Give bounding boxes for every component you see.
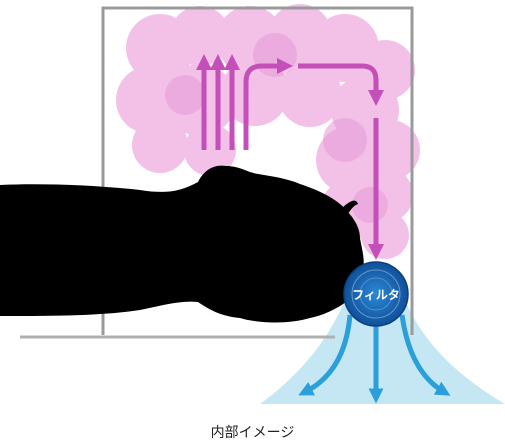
filter-disk [343,261,409,327]
curve-arrow [243,57,294,150]
filter-unit: フィルタ [343,261,409,327]
person-silhouette [0,165,364,323]
hair-wisp [340,200,358,216]
filter-label: フィルタ [352,288,400,302]
outflow-right [399,314,451,396]
outflow-left [298,314,353,396]
diagram-caption: 内部イメージ [210,425,295,441]
corner-arrow [298,63,385,107]
airflow-arrows [195,53,385,261]
clean-air-arrows [298,314,451,404]
booth-frame [101,6,414,335]
